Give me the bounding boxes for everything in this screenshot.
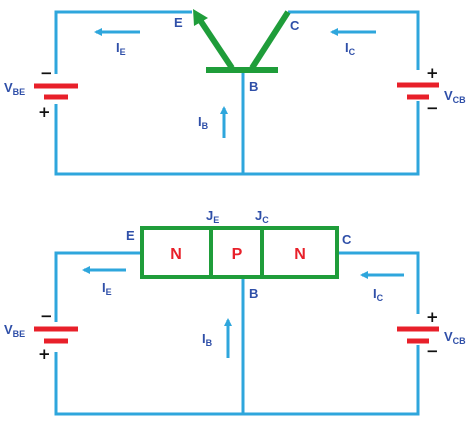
top-vcb-neg-sign: − bbox=[426, 99, 439, 117]
region-emitter-n: N bbox=[170, 246, 182, 263]
bottom-vbe-battery bbox=[34, 326, 78, 344]
top-vcb-label: VCB bbox=[444, 88, 466, 105]
top-vbe-label: VBE bbox=[4, 80, 25, 97]
bottom-vbe-neg-sign: − bbox=[40, 307, 53, 325]
top-wires bbox=[54, 10, 420, 176]
top-ib-label: IB bbox=[198, 114, 209, 131]
bottom-vbe-pos-sign: + bbox=[38, 345, 51, 363]
top-vbe-pos-sign: + bbox=[38, 103, 51, 121]
transistor-symbol bbox=[193, 9, 291, 73]
region-collector-n: N bbox=[294, 246, 306, 263]
top-collector-label: C bbox=[290, 18, 300, 33]
transistor-collector-leg bbox=[249, 10, 291, 70]
top-vcb-battery bbox=[397, 82, 439, 100]
transistor-emitter-leg bbox=[197, 18, 235, 70]
junction-jc-label: JC bbox=[255, 208, 269, 225]
bottom-vcb-label: VCB bbox=[444, 329, 466, 346]
bottom-base-label: B bbox=[249, 286, 258, 301]
bottom-vbe-label: VBE bbox=[4, 322, 25, 339]
bottom-ib-label: IB bbox=[202, 331, 213, 348]
top-ie-label: IE bbox=[116, 40, 126, 57]
bottom-vcb-pos-sign: + bbox=[426, 308, 439, 326]
top-circuit: E C B IE IC IB VBE VCB − + + − bbox=[4, 9, 466, 176]
transistor-emitter-arrowhead bbox=[193, 9, 208, 26]
region-base-p: P bbox=[232, 246, 243, 263]
top-emitter-label: E bbox=[174, 15, 183, 30]
junction-je-label: JE bbox=[206, 208, 219, 225]
top-vbe-neg-sign: − bbox=[40, 64, 53, 82]
bottom-vcb-battery bbox=[397, 326, 439, 344]
npn-block: N P N bbox=[140, 226, 339, 279]
top-vbe-battery bbox=[34, 83, 78, 100]
bottom-collector-label: C bbox=[342, 232, 352, 247]
bottom-ie-label: IE bbox=[102, 280, 112, 297]
top-base-label: B bbox=[249, 79, 258, 94]
bottom-vcb-neg-sign: − bbox=[426, 342, 439, 360]
bottom-emitter-label: E bbox=[126, 228, 135, 243]
top-vcb-pos-sign: + bbox=[426, 64, 439, 82]
top-ic-label: IC bbox=[345, 40, 356, 57]
bottom-wires bbox=[54, 251, 420, 416]
bottom-circuit: N P N E C B JE JC IE IC IB VBE VCB − + +… bbox=[4, 208, 466, 416]
bottom-ic-label: IC bbox=[373, 286, 384, 303]
